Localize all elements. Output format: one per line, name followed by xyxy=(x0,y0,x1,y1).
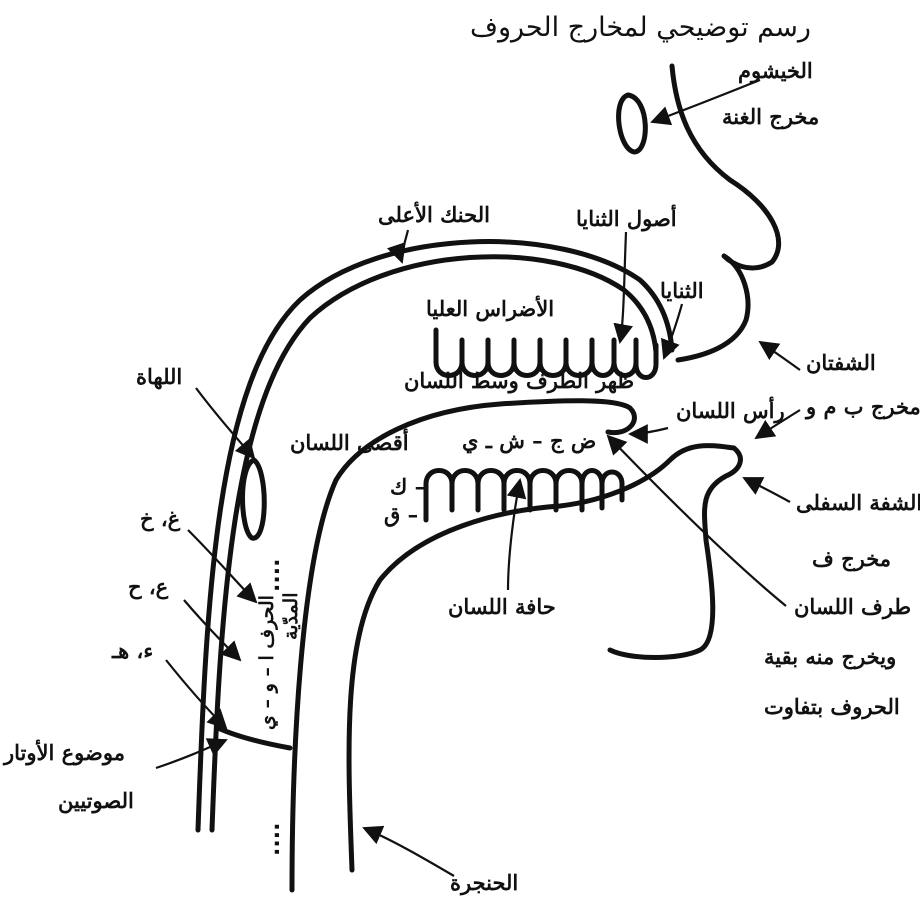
arrow-hafat xyxy=(508,480,520,590)
label-zahr-taraf: ظهر الطرف وسط اللسان xyxy=(404,370,634,391)
label-hanak: الحنك الأعلى xyxy=(378,204,490,225)
label-huruf-tafawut: الحروف بتفاوت xyxy=(764,696,900,717)
label-ras-lisan: رأس اللسان xyxy=(676,400,785,421)
label-letters-mid: ض ج – ش ـ ي xyxy=(462,430,596,451)
label-khayshum: الخيشوم xyxy=(738,60,813,81)
dots-top: .... xyxy=(262,559,284,592)
label-hamza-ha: ء، هـ xyxy=(112,640,153,661)
label-aqsa-lisan: أقصى اللسان xyxy=(290,432,409,453)
arrow-hanjara xyxy=(364,828,454,876)
arrow-taraf xyxy=(608,436,786,606)
label-qaf: – ق xyxy=(384,504,418,525)
nostril-shape xyxy=(619,95,646,152)
arrow-ras xyxy=(630,428,668,434)
label-ain-ha: ع، ح xyxy=(128,576,168,597)
label-adras-ulya: الأضراس العليا xyxy=(426,298,554,319)
diagram-title: رسم توضيحي لمخارج الحروف xyxy=(470,14,811,41)
label-makhraj-bmw: مخرج ب م و xyxy=(806,396,920,417)
dots-bottom: .... xyxy=(262,823,284,856)
label-thanaya: الثنايا xyxy=(660,280,704,301)
label-makhraj-f: مخرج ف xyxy=(812,548,891,569)
arrow-ghain xyxy=(188,530,256,602)
label-makhraj-ghunna: مخرج الغنة xyxy=(722,106,819,127)
label-madd-sub: المدّية xyxy=(282,593,301,641)
label-ghain-kha: غ، خ xyxy=(140,508,180,529)
label-hafat-lisan: حافة اللسان xyxy=(448,596,556,617)
arrow-shafa-sufla xyxy=(744,478,790,502)
label-taraf-lisan: طرف اللسان xyxy=(794,596,911,617)
arrow-hanak xyxy=(401,230,408,262)
lower-teeth xyxy=(426,471,622,521)
arrow-ain xyxy=(184,600,240,660)
uvula-shape xyxy=(243,460,265,538)
label-shafatan: الشفتان xyxy=(806,352,876,373)
label-usul-thanaya: أصول الثنايا xyxy=(576,208,677,229)
label-lahat: اللهاة xyxy=(136,366,182,387)
label-awtar-2: الصوتيين xyxy=(58,790,134,811)
label-yakhruj: ويخرج منه بقية xyxy=(764,646,896,667)
label-awtar-1: موضوع الأوتار xyxy=(4,742,125,763)
label-hanjara: الحنجرة xyxy=(450,872,518,893)
vocal-cords-line xyxy=(218,728,290,748)
arrow-shafatan-1 xyxy=(760,342,800,370)
label-kaf: – ك xyxy=(390,476,425,497)
label-shafa-sufla: الشفة السفلى xyxy=(796,492,920,513)
label-madd-letters: الحرف ا – و – ي xyxy=(258,595,277,730)
